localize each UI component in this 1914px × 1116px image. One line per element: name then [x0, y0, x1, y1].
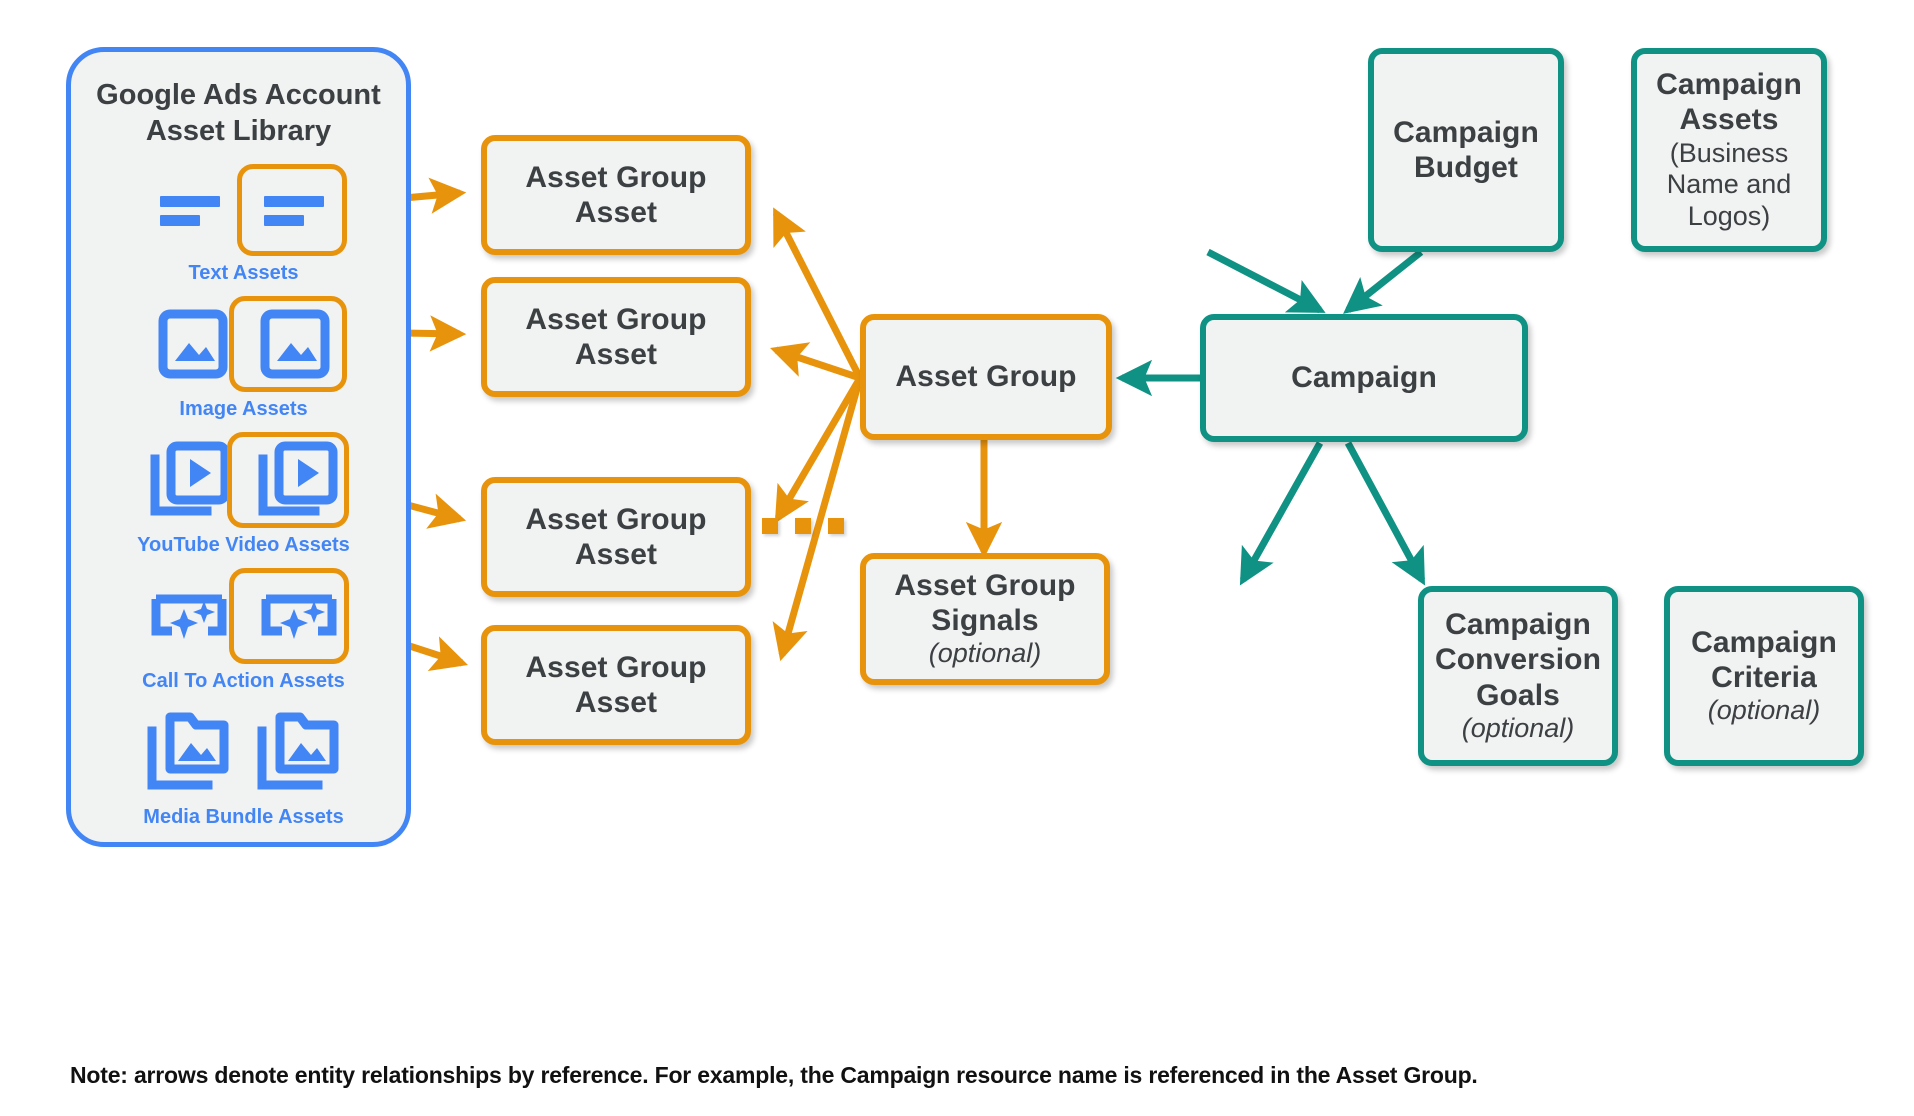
criteria-line1: Campaign	[1691, 625, 1837, 659]
asset-label: Media Bundle Assets	[143, 806, 344, 828]
campaign-inbound-arrows	[1206, 248, 1424, 314]
media-bundle-icons	[71, 704, 416, 800]
library-row-media-bundle-assets[interactable]: Media Bundle Assets	[71, 704, 416, 829]
library-row-image-assets[interactable]: Image Assets	[71, 296, 416, 421]
asset-label: Image Assets	[179, 398, 308, 420]
asset-group-signals-line2: Signals	[931, 604, 1039, 638]
text-asset-icon	[159, 196, 220, 226]
asset-library-panel: Google Ads Account Asset Library Text As…	[66, 47, 411, 847]
campaign-criteria-box[interactable]: Campaign Criteria (optional)	[1664, 586, 1864, 766]
call-to-action-icon	[261, 594, 336, 639]
asset-group-asset-line2: Asset	[574, 538, 658, 571]
video-assets-icons	[71, 432, 416, 528]
campaign-budget-box[interactable]: Campaign Budget	[1368, 48, 1564, 252]
ccg-line1: Campaign	[1445, 607, 1591, 641]
campaign-budget-line1: Campaign	[1393, 115, 1539, 149]
media-bundle-icon	[147, 712, 228, 790]
campaign-assets-detail3: Logos)	[1687, 201, 1771, 232]
ccg-line2: Conversion	[1434, 643, 1602, 677]
criteria-line2: Criteria	[1711, 661, 1817, 695]
asset-label: Text Assets	[188, 262, 299, 284]
campaign-budget-line2: Budget	[1414, 151, 1518, 184]
asset-group-asset-line1: Asset Group	[525, 502, 707, 536]
campaign-box[interactable]: Campaign	[1200, 314, 1528, 442]
campaign-conversion-goals-box[interactable]: Campaign Conversion Goals (optional)	[1418, 586, 1618, 766]
asset-group-box[interactable]: Asset Group	[860, 314, 1112, 440]
footnote: Note: arrows denote entity relationships…	[70, 1062, 1478, 1088]
video-asset-highlight-box	[227, 432, 349, 528]
ellipsis-dot	[762, 518, 778, 534]
text-asset-icon	[263, 196, 324, 226]
asset-group-to-assets-arrows	[770, 207, 864, 662]
text-assets-icons	[71, 160, 416, 256]
asset-group-asset-box[interactable]: Asset Group Asset	[481, 477, 751, 597]
library-title-line1: Google Ads Account	[96, 79, 381, 111]
asset-group-asset-line2: Asset	[574, 686, 658, 719]
cta-assets-icons	[71, 568, 416, 664]
campaign-label: Campaign	[1291, 361, 1437, 395]
ellipsis-indicator	[762, 518, 844, 534]
asset-label: YouTube Video Assets	[137, 534, 350, 556]
image-asset-icon	[158, 309, 227, 379]
image-asset-icon	[260, 309, 329, 379]
text-asset-highlight-box	[237, 164, 347, 256]
asset-group-signals-optional: (optional)	[928, 638, 1042, 669]
criteria-optional: (optional)	[1707, 695, 1821, 726]
library-title: Google Ads Account Asset Library	[71, 77, 406, 150]
image-asset-highlight-box	[229, 296, 347, 392]
campaign-assets-box[interactable]: Campaign Assets (Business Name and Logos…	[1631, 48, 1827, 252]
campaign-assets-line2: Assets	[1679, 103, 1779, 137]
asset-group-asset-line1: Asset Group	[525, 160, 707, 194]
asset-group-asset-box[interactable]: Asset Group Asset	[481, 625, 751, 745]
call-to-action-icon	[151, 594, 226, 639]
asset-group-asset-line1: Asset Group	[525, 650, 707, 684]
asset-group-asset-box[interactable]: Asset Group Asset	[481, 135, 751, 255]
media-bundle-icon	[257, 712, 338, 790]
campaign-assets-line1: Campaign	[1656, 67, 1802, 101]
library-title-line2: Asset Library	[145, 115, 332, 148]
asset-group-asset-box[interactable]: Asset Group Asset	[481, 277, 751, 397]
asset-group-asset-line1: Asset Group	[525, 302, 707, 336]
ellipsis-dot	[828, 518, 844, 534]
asset-group-signals-line1: Asset Group	[894, 568, 1076, 602]
library-row-video-assets[interactable]: YouTube Video Assets	[71, 432, 416, 557]
asset-group-label: Asset Group	[895, 360, 1077, 394]
ccg-optional: (optional)	[1461, 713, 1575, 744]
ellipsis-dot	[795, 518, 811, 534]
video-library-icon	[150, 441, 229, 516]
video-library-icon	[258, 441, 337, 516]
asset-group-signals-box[interactable]: Asset Group Signals (optional)	[860, 553, 1110, 685]
campaign-outbound-arrows	[1239, 441, 1426, 586]
asset-label: Call To Action Assets	[142, 670, 345, 692]
asset-group-asset-line2: Asset	[574, 196, 658, 229]
image-assets-icons	[71, 296, 416, 392]
cta-asset-highlight-box	[229, 568, 349, 664]
library-row-text-assets[interactable]: Text Assets	[71, 160, 416, 285]
campaign-assets-detail2: Name and	[1666, 169, 1792, 200]
library-row-cta-assets[interactable]: Call To Action Assets	[71, 568, 416, 693]
asset-group-asset-line2: Asset	[574, 338, 658, 371]
campaign-assets-detail1: (Business	[1669, 137, 1789, 168]
ccg-line3: Goals	[1476, 678, 1560, 712]
